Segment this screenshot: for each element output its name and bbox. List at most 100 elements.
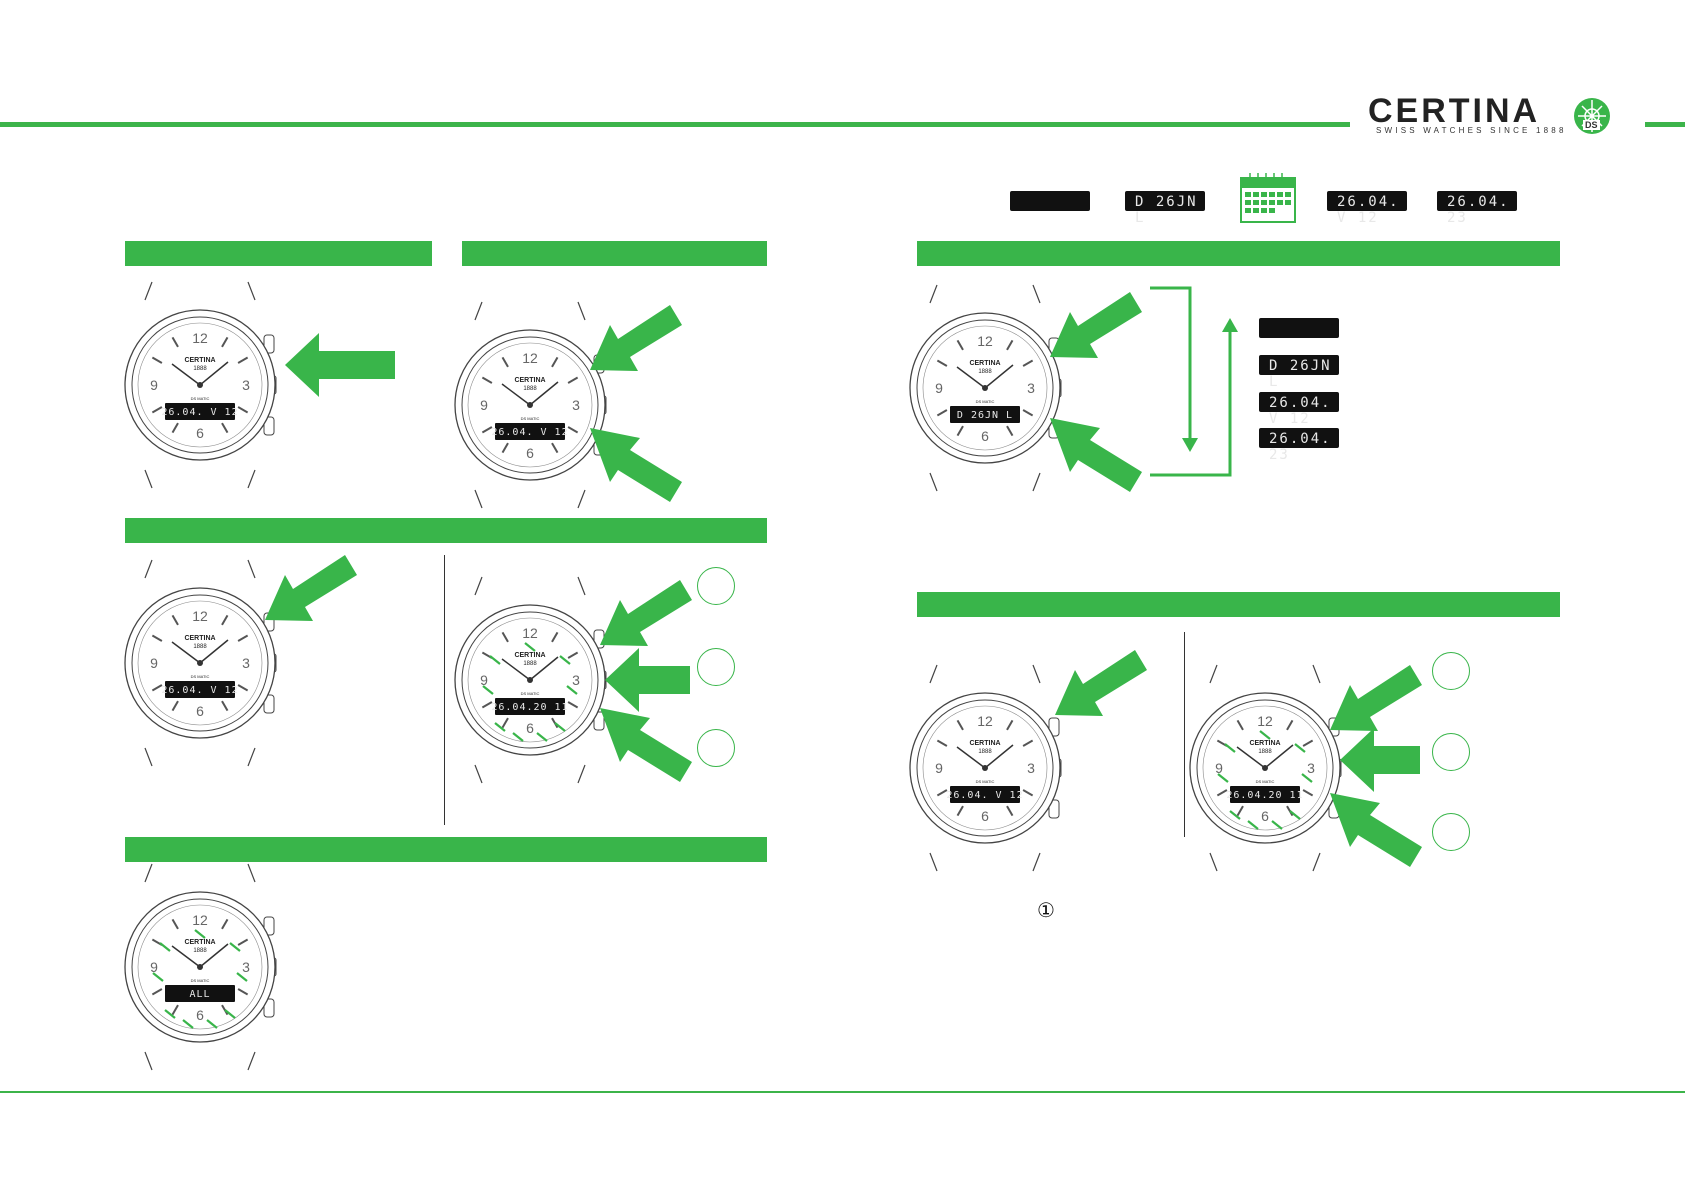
svg-text:9: 9 — [935, 380, 943, 396]
svg-text:DS MATIC: DS MATIC — [191, 978, 210, 983]
svg-text:9: 9 — [150, 655, 158, 671]
section-bar-5 — [917, 592, 1560, 617]
svg-text:6: 6 — [526, 720, 534, 736]
svg-text:6: 6 — [196, 1007, 204, 1023]
section-bar-6 — [125, 837, 767, 862]
svg-text:26.04.20 11: 26.04.20 11 — [1226, 790, 1303, 801]
svg-text:CERTINA: CERTINA — [969, 360, 1000, 367]
arrow-icon-5 — [1050, 418, 1142, 492]
separator-1 — [444, 555, 445, 825]
svg-text:CERTINA: CERTINA — [514, 652, 545, 659]
svg-text:1888: 1888 — [978, 749, 992, 755]
svg-text:1888: 1888 — [193, 948, 207, 954]
svg-text:12: 12 — [1257, 713, 1273, 729]
svg-text:12: 12 — [192, 608, 208, 624]
header-display-3: 26.04. V 12 — [1327, 191, 1407, 226]
arrow-icon-13 — [1330, 793, 1422, 867]
svg-text:CERTINA: CERTINA — [514, 377, 545, 384]
cycle-bracket-icon — [1150, 286, 1238, 477]
watch-illustration-4: 12 3 6 9 CERTINA 1888 DS MATIC 26.04. V 12 — [124, 559, 277, 767]
svg-text:3: 3 — [242, 377, 250, 393]
svg-text:DS MATIC: DS MATIC — [521, 691, 540, 696]
svg-text:12: 12 — [192, 330, 208, 346]
bottom-rule — [0, 1091, 1685, 1093]
svg-text:6: 6 — [981, 428, 989, 444]
step-circle-4 — [1432, 652, 1470, 690]
top-rule-right — [1645, 122, 1685, 127]
header-display-1 — [1010, 191, 1090, 211]
section-bar-2 — [462, 241, 767, 266]
svg-text:26.04. V 12: 26.04. V 12 — [946, 790, 1023, 801]
svg-text:3: 3 — [1027, 760, 1035, 776]
calendar-icon — [1240, 173, 1296, 223]
svg-text:9: 9 — [150, 959, 158, 975]
svg-text:DS MATIC: DS MATIC — [191, 396, 210, 401]
arrow-icon-7 — [600, 580, 692, 646]
section-bar-1 — [125, 241, 432, 266]
section-bar-3 — [917, 241, 1560, 266]
svg-text:DS MATIC: DS MATIC — [191, 674, 210, 679]
separator-2 — [1184, 632, 1185, 837]
svg-text:12: 12 — [522, 625, 538, 641]
cycle-display-3: 26.04. V 12 — [1259, 392, 1339, 427]
svg-text:6: 6 — [196, 703, 204, 719]
svg-text:26.04.20 11: 26.04.20 11 — [491, 702, 568, 713]
arrow-icon-10 — [1055, 650, 1147, 716]
svg-text:3: 3 — [572, 397, 580, 413]
svg-text:12: 12 — [977, 333, 993, 349]
svg-text:1888: 1888 — [193, 644, 207, 650]
svg-text:26.04. V 12: 26.04. V 12 — [491, 427, 568, 438]
svg-text:6: 6 — [196, 425, 204, 441]
cycle-display-1 — [1259, 318, 1339, 338]
svg-text:1888: 1888 — [1258, 749, 1272, 755]
svg-text:9: 9 — [150, 377, 158, 393]
arrow-icon-1 — [285, 333, 395, 397]
svg-text:9: 9 — [480, 397, 488, 413]
arrow-icon-11 — [1330, 665, 1422, 731]
svg-text:6: 6 — [1261, 808, 1269, 824]
turtle-logo-icon — [1574, 98, 1610, 134]
cycle-display-2: D 26JN L — [1259, 355, 1339, 390]
svg-text:ALL: ALL — [189, 989, 210, 1000]
svg-text:3: 3 — [242, 655, 250, 671]
footnote-marker: ① — [1037, 900, 1055, 922]
svg-text:CERTINA: CERTINA — [1249, 740, 1280, 747]
header-display-4: 26.04. 23 — [1437, 191, 1517, 226]
arrow-icon-3 — [590, 428, 682, 502]
header-display-2: D 26JN L — [1125, 191, 1205, 226]
svg-text:26.04. V 12: 26.04. V 12 — [161, 685, 238, 696]
svg-text:1888: 1888 — [523, 386, 537, 392]
svg-text:1888: 1888 — [978, 369, 992, 375]
svg-text:CERTINA: CERTINA — [184, 939, 215, 946]
cycle-display-4: 26.04. 23 — [1259, 428, 1339, 463]
step-circle-5 — [1432, 733, 1470, 771]
section-bar-4 — [125, 518, 767, 543]
brand-badge: DS — [1583, 120, 1600, 130]
svg-text:DS MATIC: DS MATIC — [521, 416, 540, 421]
top-rule-left — [0, 122, 1350, 127]
svg-text:3: 3 — [242, 959, 250, 975]
svg-text:26.04. V 12: 26.04. V 12 — [161, 407, 238, 418]
svg-text:3: 3 — [572, 672, 580, 688]
svg-text:9: 9 — [935, 760, 943, 776]
arrow-icon-6 — [265, 555, 357, 621]
svg-text:CERTINA: CERTINA — [184, 635, 215, 642]
arrow-icon-8 — [605, 648, 690, 712]
step-circle-3 — [697, 729, 735, 767]
svg-text:9: 9 — [1215, 760, 1223, 776]
svg-text:12: 12 — [977, 713, 993, 729]
svg-text:1888: 1888 — [193, 366, 207, 372]
svg-text:DS MATIC: DS MATIC — [1256, 779, 1275, 784]
step-circle-2 — [697, 648, 735, 686]
svg-text:3: 3 — [1307, 760, 1315, 776]
arrow-icon-12 — [1340, 728, 1420, 792]
svg-text:3: 3 — [1027, 380, 1035, 396]
arrow-icon-2 — [590, 305, 682, 371]
brand-tagline: SWISS WATCHES SINCE 1888 — [1376, 126, 1567, 135]
